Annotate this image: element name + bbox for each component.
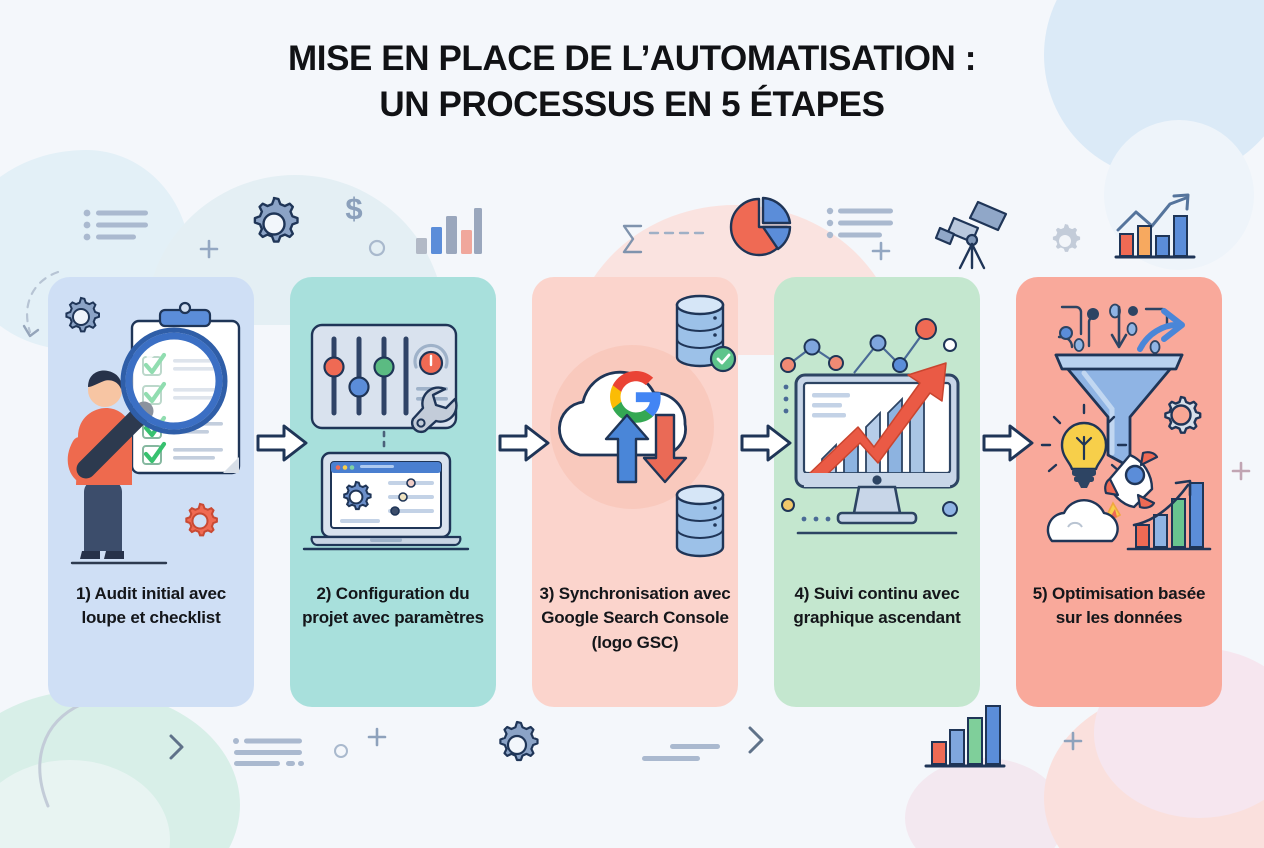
- step-caption: 3) Synchronisation avec Google Search Co…: [539, 584, 731, 652]
- dashed-curve: [14, 268, 68, 348]
- blue-up-arrow-icon: [604, 413, 650, 484]
- plus-icon: [1230, 460, 1252, 482]
- illustration-monitoring: [774, 277, 980, 577]
- plus-icon: [198, 238, 220, 260]
- blue-gear-icon: [65, 296, 100, 333]
- connector-arrow-4: [980, 415, 1036, 471]
- dashed-line: [648, 228, 708, 238]
- green-knob: [373, 356, 395, 378]
- illustration-configuration: [290, 277, 496, 577]
- database-top-icon: [675, 294, 737, 373]
- slider-panel-icon: [310, 323, 458, 430]
- bar-chart-icon: [922, 700, 1006, 772]
- bar-chart-trend-icon: [1112, 192, 1198, 266]
- connector-arrow-2: [496, 415, 552, 471]
- svg-text:$: $: [345, 191, 362, 226]
- step-caption: 1) Audit initial avec loupe et checklist: [75, 584, 227, 628]
- illustration-audit: [48, 277, 254, 577]
- dollar-icon: $: [341, 188, 367, 228]
- blue-knob: [348, 376, 370, 398]
- line-icon: [642, 740, 720, 766]
- database-bottom-icon: [675, 484, 725, 558]
- bar-chart-icon: [414, 206, 482, 254]
- sigma-icon: [618, 222, 648, 256]
- green-check-badge: [709, 345, 737, 373]
- red-down-arrow-icon: [642, 413, 688, 484]
- page-title-line-1: MISE EN PLACE DE L’AUTOMATISATION :: [288, 39, 976, 78]
- page-title-line-2: UN PROCESSUS EN 5 ÉTAPES: [379, 84, 885, 124]
- step-card-4[interactable]: 4) Suivi continu avec graphique ascendan…: [774, 277, 980, 707]
- lightbulb-icon: [1040, 403, 1128, 488]
- red-knob: [323, 356, 345, 378]
- plus-icon: [366, 726, 388, 748]
- step-caption: 5) Optimisation basée sur les données: [1032, 584, 1206, 628]
- list-icon: [232, 736, 306, 768]
- chevron-icon: [744, 724, 768, 756]
- exhaust-cloud-icon: [1046, 499, 1119, 543]
- list-icon: [82, 205, 152, 245]
- page-title: MISE EN PLACE DE L’AUTOMATISATION : UN P…: [0, 36, 1264, 127]
- circle-icon: [332, 742, 350, 760]
- step-caption: 4) Suivi continu avec graphique ascendan…: [793, 584, 961, 628]
- bar-chart-icon: [1126, 482, 1212, 551]
- plus-icon: [870, 240, 892, 262]
- step-card-3[interactable]: 3) Synchronisation avec Google Search Co…: [532, 277, 738, 707]
- list-icon: [826, 205, 896, 243]
- step-caption: 2) Configuration du projet avec paramètr…: [302, 584, 484, 628]
- step-card-5[interactable]: 5) Optimisation basée sur les données: [1016, 277, 1222, 707]
- gear-icon: [243, 193, 305, 255]
- monitor-icon: [794, 362, 960, 535]
- telescope-icon: [932, 192, 1016, 270]
- gear-icon: [490, 718, 544, 772]
- gear-icon: [343, 480, 372, 511]
- gear-icon: [1164, 395, 1202, 434]
- step-card-1[interactable]: 1) Audit initial avec loupe et checklist: [48, 277, 254, 707]
- step-card-2[interactable]: 2) Configuration du projet avec paramètr…: [290, 277, 496, 707]
- wrench-icon: [410, 386, 458, 434]
- illustration-sync: [532, 277, 738, 577]
- dashed-curve: [24, 700, 116, 820]
- power-dial-icon: [413, 343, 449, 376]
- background-blob-bottom-center: [905, 758, 1065, 848]
- pie-chart-icon: [726, 192, 796, 262]
- chevron-icon: [166, 732, 188, 762]
- magnifying-glass-icon: [76, 327, 228, 479]
- google-logo-icon: [609, 370, 661, 423]
- red-growth-arrow-icon: [809, 362, 947, 482]
- curved-arrow-icon: [1137, 308, 1185, 352]
- laptop-icon: [302, 451, 470, 551]
- steps-row: 1) Audit initial avec loupe et checklist: [48, 277, 1222, 707]
- connector-arrow-3: [738, 415, 794, 471]
- illustration-optimisation: [1016, 277, 1222, 577]
- circle-icon: [367, 238, 387, 258]
- gear-icon: [1046, 222, 1084, 260]
- trend-arrow-icon: [1132, 479, 1192, 527]
- connector-arrow-1: [254, 415, 310, 471]
- red-gear-icon: [185, 502, 218, 537]
- plus-icon: [1062, 730, 1084, 752]
